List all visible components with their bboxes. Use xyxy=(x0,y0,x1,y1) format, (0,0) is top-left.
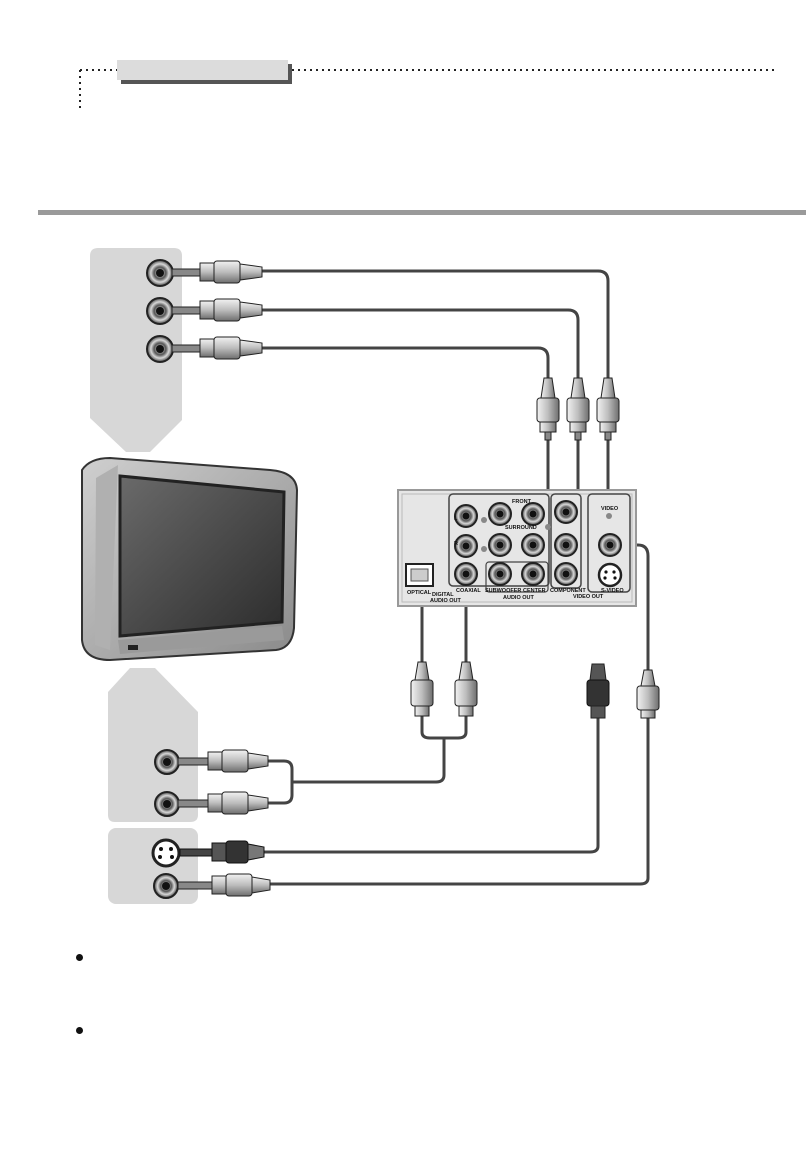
svideo-plug-vertical xyxy=(586,663,610,719)
surround-label: SURROUND xyxy=(505,525,537,531)
section-divider xyxy=(38,210,806,215)
bullet-point xyxy=(76,954,83,961)
video-label: VIDEO xyxy=(601,506,619,512)
rca-plug-horizontal xyxy=(171,336,263,360)
rca-plug-vertical xyxy=(410,661,434,717)
rca-plug-horizontal xyxy=(177,791,269,815)
digital-audio-out-label: AUDIO OUT xyxy=(430,598,462,604)
center-label: CENTER xyxy=(523,588,546,594)
video-cable-wire xyxy=(262,269,610,378)
audio-out-label: AUDIO OUT xyxy=(503,595,535,601)
front-label: FRONT xyxy=(512,499,532,505)
svideo-plug-horizontal xyxy=(179,840,265,864)
tv-audio-input-panel xyxy=(108,668,198,822)
bullet-point xyxy=(76,1027,83,1034)
svideo-label: S-VIDEO xyxy=(601,588,624,594)
subwoofer-label: SUBWOOFER xyxy=(485,588,521,594)
header-tab xyxy=(117,60,288,80)
rca-plug-vertical xyxy=(566,377,590,441)
l-label: L xyxy=(454,516,458,522)
tv-top-plugs xyxy=(171,260,263,360)
rca-plug-horizontal xyxy=(171,260,263,284)
rca-plug-horizontal xyxy=(171,298,263,322)
component-label: COMPONENT xyxy=(550,588,586,594)
header xyxy=(79,60,775,112)
rca-plug-horizontal xyxy=(177,873,271,897)
tv-svideo-jack xyxy=(151,838,181,868)
player-rear-panel: FRONT SURROUND L R VIDEO OPTICAL DIGITAL… xyxy=(397,489,637,607)
component-cable-wire-1 xyxy=(262,346,550,378)
video-out-label: VIDEO OUT xyxy=(573,594,604,600)
component-cable-wire-2 xyxy=(262,308,580,378)
television xyxy=(81,456,299,662)
rca-plug-vertical xyxy=(636,669,660,719)
coaxial-label: COAXIAL xyxy=(456,588,481,594)
digital-label: DIGITAL xyxy=(432,592,454,598)
rca-plug-vertical xyxy=(536,377,560,441)
svideo-wire xyxy=(262,718,600,854)
tv-video-input-panel xyxy=(108,828,198,904)
rca-plug-vertical xyxy=(454,661,478,717)
svideo-jack xyxy=(597,562,623,588)
lower-plugs xyxy=(410,661,660,719)
rca-plug-horizontal xyxy=(177,749,269,773)
tv-lower-plugs xyxy=(177,749,271,897)
tv-lower-jacks xyxy=(151,749,181,899)
r-label: R xyxy=(454,541,458,547)
rca-plug-vertical xyxy=(596,377,620,441)
optical-label: OPTICAL xyxy=(407,590,432,596)
panel-labels: FRONT SURROUND L R VIDEO OPTICAL DIGITAL… xyxy=(407,499,624,604)
panel-jacks xyxy=(454,500,623,588)
video-wire-bottom xyxy=(270,718,650,886)
component-plugs xyxy=(536,377,620,441)
tv-top-jacks xyxy=(146,259,174,363)
video-out-wire-up xyxy=(612,543,650,670)
